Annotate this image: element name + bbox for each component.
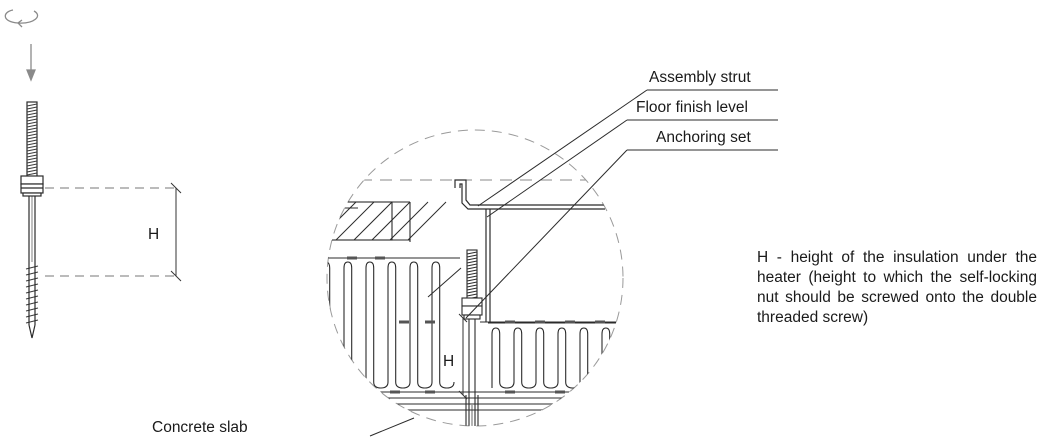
insulation-blocks [327, 201, 411, 242]
double-threaded-screw [20, 101, 44, 339]
assembly-strut-label: Assembly strut [649, 69, 751, 86]
floor-finish-level-label: Floor finish level [636, 99, 748, 116]
leader-lines [369, 89, 778, 437]
concrete-slab-label: Concrete slab [152, 419, 248, 436]
anchor-screw-detail [461, 249, 483, 426]
anchoring-set-label: Anchoring set [656, 129, 751, 146]
detail-section [327, 179, 623, 426]
height-label-left: H [148, 226, 160, 243]
height-label-detail: H [442, 352, 456, 371]
assembly-strut-profile [454, 179, 605, 322]
height-dimension-detail [458, 313, 468, 400]
arrow-down-icon [26, 44, 36, 82]
rotate-arrow-icon [4, 9, 39, 28]
detail-circle [326, 129, 624, 427]
height-note: H - height of the insulation under the h… [757, 249, 1037, 326]
height-dimension-left [45, 182, 182, 282]
